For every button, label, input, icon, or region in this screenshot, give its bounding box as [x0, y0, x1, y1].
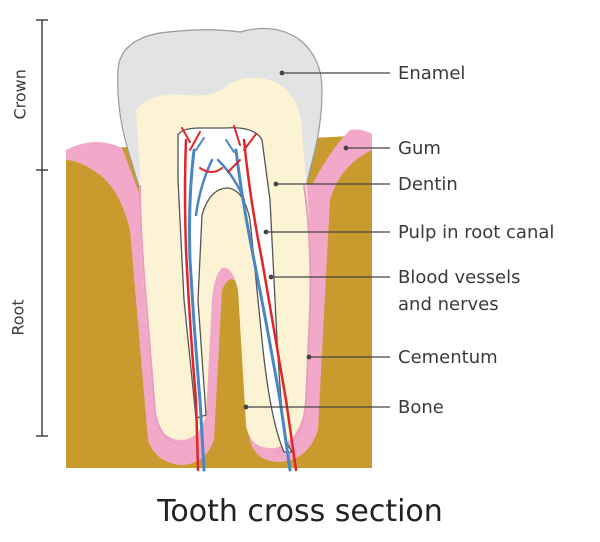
- artery-bundle: [183, 138, 200, 472]
- leader-lines: [243, 70, 390, 410]
- bone-label: Bone: [398, 397, 444, 418]
- root-label: Root: [8, 299, 28, 336]
- dentin-label: Dentin: [398, 174, 458, 195]
- enamel-label: Enamel: [398, 63, 466, 84]
- section-scale-bar: [36, 19, 48, 437]
- nerve-bundle: [188, 148, 206, 472]
- pulp-cavity: [177, 127, 294, 453]
- diagram-title: Tooth cross section: [157, 494, 443, 529]
- vessels-label-line2: and nerves: [398, 294, 499, 315]
- crown-label: Crown: [10, 69, 30, 120]
- gum-label: Gum: [398, 138, 441, 159]
- blood-vessels-and-nerves: [181, 125, 298, 472]
- vessels-label-line1: Blood vessels: [398, 267, 521, 288]
- pulp-label: Pulp in root canal: [398, 222, 555, 243]
- cementum-label: Cementum: [398, 347, 498, 368]
